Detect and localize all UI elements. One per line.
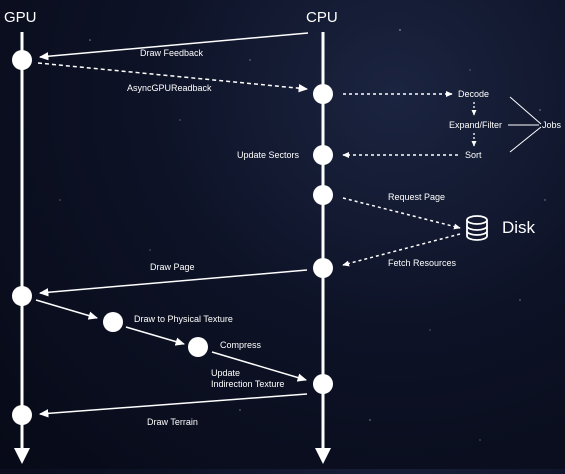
gpu-lane-title: GPU <box>4 9 37 26</box>
gpu-lifeline-arrowhead <box>14 448 30 464</box>
to-physical-texture-arrow <box>35 299 99 320</box>
async-readback-arrow <box>37 62 309 93</box>
cpu-node-readback <box>313 84 333 104</box>
gpu-node-draw-page <box>12 286 32 306</box>
cpu-lifeline-arrowhead <box>315 448 331 464</box>
node-compress <box>188 337 208 357</box>
expand-filter-label: Expand/Filter <box>449 120 502 130</box>
cpu-lane-title: CPU <box>306 9 338 26</box>
cpu-node-indirection <box>313 374 333 394</box>
decode-label: Decode <box>458 89 489 99</box>
draw-physical-texture-label: Draw to Physical Texture <box>134 314 233 324</box>
draw-page-arrow <box>38 269 308 297</box>
cpu-node-update-sectors <box>313 145 333 165</box>
database-icon <box>466 215 488 241</box>
cpu-node-request-page <box>313 185 333 205</box>
jobs-bracket-top <box>509 96 542 125</box>
compress-label: Compress <box>220 340 262 350</box>
sort-label: Sort <box>465 150 482 160</box>
request-page-arrow <box>342 197 461 230</box>
fetch-resources-label: Fetch Resources <box>388 258 457 268</box>
to-indirection-arrow <box>211 351 308 382</box>
jobs-bracket-bottom <box>509 126 542 153</box>
gpu-node-feedback <box>12 50 32 70</box>
jobs-label: Jobs <box>542 120 562 130</box>
star-field <box>59 29 546 441</box>
request-page-label: Request Page <box>388 192 445 202</box>
draw-feedback-label: Draw Feedback <box>140 48 204 58</box>
gpu-node-draw-terrain <box>12 405 32 425</box>
update-indirection-label-line1: Update <box>211 368 240 378</box>
disk-label: Disk <box>502 218 536 237</box>
fetch-resources-arrow <box>342 233 461 267</box>
draw-feedback-arrow <box>38 32 309 61</box>
draw-terrain-arrow <box>38 393 308 418</box>
to-compress-arrow <box>125 326 186 346</box>
cpu-node-fetch-resources <box>313 258 333 278</box>
draw-terrain-label: Draw Terrain <box>147 417 198 427</box>
draw-page-label: Draw Page <box>150 262 195 272</box>
async-readback-label: AsyncGPUReadback <box>127 83 212 93</box>
node-physical-texture <box>103 312 123 332</box>
update-indirection-label-line2: Indirection Texture <box>211 379 284 389</box>
update-sectors-label: Update Sectors <box>237 150 300 160</box>
